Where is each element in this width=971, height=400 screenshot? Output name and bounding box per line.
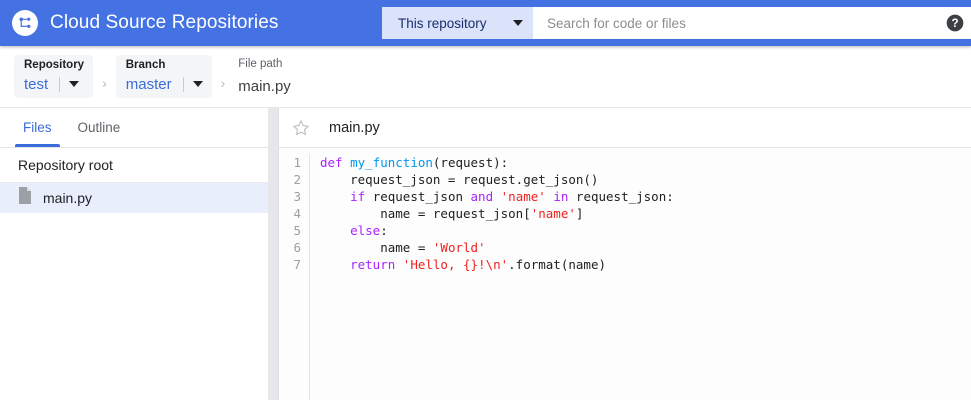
file-header: main.py: [279, 108, 971, 148]
code-token: my_function: [350, 155, 433, 170]
code-token: request_json = request.get_json(): [320, 172, 599, 187]
sidebar-resize-handle[interactable]: [268, 108, 278, 400]
branch-value: master: [125, 75, 172, 93]
code-token: [320, 223, 350, 238]
code-line: if request_json and 'name' in request_js…: [320, 188, 971, 205]
code-line: request_json = request.get_json(): [320, 171, 971, 188]
sidebar: Files Outline Repository root main.py: [0, 108, 268, 400]
line-number: 3: [293, 189, 301, 204]
code-token: (request):: [432, 155, 509, 170]
search-bar: This repository: [382, 7, 971, 39]
code-token: return: [350, 257, 396, 272]
code-line: def my_function(request):: [320, 154, 971, 171]
code-token: else: [350, 223, 381, 238]
search-scope-label: This repository: [398, 15, 487, 31]
line-number: 4: [293, 206, 301, 221]
chevron-down-icon: [192, 81, 203, 88]
code-token: .format(name): [508, 257, 606, 272]
code-token: [320, 257, 350, 272]
line-number: 6: [293, 240, 301, 255]
help-circle-icon[interactable]: ?: [945, 13, 965, 33]
code-token: in: [553, 189, 569, 204]
code-token: [493, 189, 501, 204]
brand[interactable]: Cloud Source Repositories: [0, 0, 279, 46]
branch-selector[interactable]: Branch master: [115, 55, 212, 98]
code-pane: main.py 1 2 3 4 5 6 7 def my_function(request)…: [278, 108, 971, 400]
code-token: 'name': [530, 206, 576, 221]
repository-selector[interactable]: Repository test: [14, 55, 94, 98]
star-outline-icon[interactable]: [291, 118, 311, 138]
repository-root-header[interactable]: Repository root: [0, 148, 268, 183]
code-token: name =: [320, 240, 433, 255]
code-token: request_json: [365, 189, 471, 204]
code-token: request_json:: [568, 189, 674, 204]
chip-divider: [182, 76, 184, 92]
branch-label: Branch: [125, 59, 166, 72]
app-title: Cloud Source Repositories: [50, 12, 279, 33]
line-number-gutter: 1 2 3 4 5 6 7: [279, 154, 309, 400]
code-token: def: [320, 155, 351, 170]
code-token: [395, 257, 403, 272]
svg-text:?: ?: [951, 17, 958, 30]
sidebar-empty-space: [0, 213, 268, 400]
main-area: Files Outline Repository root main.py: [0, 108, 971, 400]
code-viewer[interactable]: 1 2 3 4 5 6 7 def my_function(request): reques…: [279, 148, 971, 400]
chip-divider: [59, 76, 61, 92]
breadcrumb-separator: ›: [102, 74, 107, 91]
tab-files[interactable]: Files: [10, 108, 65, 147]
file-list-item-label: main.py: [43, 190, 93, 206]
tab-outline-label: Outline: [77, 120, 121, 135]
code-line: name = request_json['name']: [320, 205, 971, 222]
repository-label: Repository: [24, 59, 85, 72]
chevron-down-icon: [69, 81, 80, 88]
file-icon: [18, 187, 32, 209]
tab-files-label: Files: [23, 120, 52, 135]
file-header-title: main.py: [329, 119, 380, 136]
code-line: return 'Hello, {}!\n'.format(name): [320, 256, 971, 273]
code-token: [320, 189, 350, 204]
line-number: 1: [293, 155, 301, 170]
code-token: 'Hello, {}!\n': [402, 257, 509, 272]
search-input[interactable]: [533, 7, 971, 39]
file-list-item-main-py[interactable]: main.py: [0, 183, 268, 213]
tab-outline[interactable]: Outline: [65, 108, 134, 147]
breadcrumb-separator: ›: [220, 74, 226, 91]
cloud-source-repositories-logo-icon: [12, 10, 38, 36]
code-content[interactable]: def my_function(request): request_json =…: [309, 154, 971, 400]
line-number: 2: [293, 172, 301, 187]
line-number: 7: [293, 257, 301, 272]
repository-root-label: Repository root: [18, 157, 113, 173]
sidebar-tabs: Files Outline: [0, 108, 268, 148]
file-path-crumb: File path main.py: [238, 59, 291, 94]
code-token: if: [350, 189, 366, 204]
repository-value: test: [24, 75, 49, 93]
code-token: name = request_json[: [320, 206, 531, 221]
line-number: 5: [293, 223, 301, 238]
file-path-value: main.py: [238, 77, 291, 95]
code-token: ]: [575, 206, 584, 221]
code-token: :: [380, 223, 388, 238]
code-token: and: [470, 189, 494, 204]
app-header: Cloud Source Repositories This repositor…: [0, 0, 971, 46]
file-path-label: File path: [238, 58, 283, 71]
code-token: 'name': [500, 189, 546, 204]
code-line: else:: [320, 222, 971, 239]
breadcrumb: Repository test › Branch master › File p…: [0, 46, 971, 108]
code-token: 'World': [432, 240, 486, 255]
code-line: name = 'World': [320, 239, 971, 256]
chevron-down-icon: [513, 20, 523, 26]
search-scope-dropdown[interactable]: This repository: [382, 7, 533, 39]
